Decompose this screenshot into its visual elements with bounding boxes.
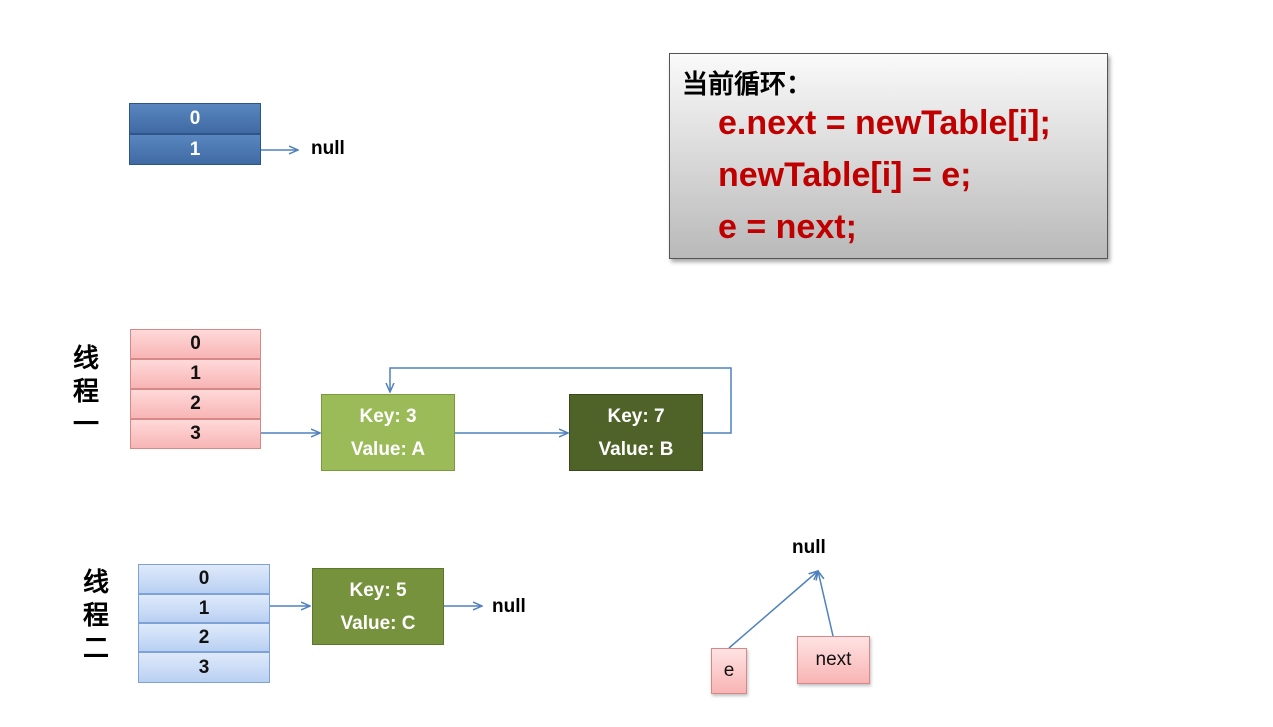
node-a: Key: 3 Value: A (321, 394, 455, 471)
node-b-key: Key: 7 (607, 405, 665, 427)
arrow-e-to-null (728, 571, 818, 649)
node-b-value: Value: B (598, 438, 674, 460)
thread-two-cell-3: 3 (138, 652, 270, 683)
pointer-next-box: next (797, 636, 870, 684)
thread-two-cell-0: 0 (138, 564, 270, 594)
top-table-cell-1: 1 (129, 134, 261, 165)
thread-one-cell-0: 0 (130, 329, 261, 359)
code-box: 当前循环： e.next = newTable[i]; newTable[i] … (669, 53, 1108, 259)
node-b: Key: 7 Value: B (569, 394, 703, 471)
node-c: Key: 5 Value: C (312, 568, 444, 645)
code-line-1: e.next = newTable[i]; (718, 104, 1051, 142)
top-null-label: null (311, 138, 345, 159)
node-c-value: Value: C (340, 612, 416, 634)
thread-one-label-char-2: 程 (72, 377, 99, 407)
thread-one-cell-3: 3 (130, 419, 261, 449)
arrow-next-to-null (818, 571, 834, 637)
thread-two-label-char-1: 线 (82, 568, 109, 598)
thread-two-null-label: null (492, 596, 526, 617)
thread-one-cell-2: 2 (130, 389, 261, 419)
node-c-key: Key: 5 (349, 579, 407, 601)
thread-two-cell-2: 2 (138, 623, 270, 652)
thread-one-label-char-1: 线 (72, 344, 99, 374)
thread-two-label-char-3: 二 (82, 634, 109, 664)
thread-one-label-char-3: 一 (72, 410, 99, 440)
pointer-e-box: e (711, 648, 747, 694)
thread-two-label-char-2: 程 (82, 601, 109, 631)
code-box-title: 当前循环： (682, 70, 813, 100)
pointer-null-label: null (792, 537, 826, 558)
thread-one-cell-1: 1 (130, 359, 261, 389)
arrow-node-b-loop-to-node-a (390, 367, 732, 434)
code-line-3: e = next; (718, 208, 857, 246)
thread-two-cell-1: 1 (138, 594, 270, 623)
top-table-cell-0: 0 (129, 103, 261, 134)
node-a-key: Key: 3 (359, 405, 417, 427)
code-line-2: newTable[i] = e; (718, 156, 972, 194)
node-a-value: Value: A (350, 438, 426, 460)
